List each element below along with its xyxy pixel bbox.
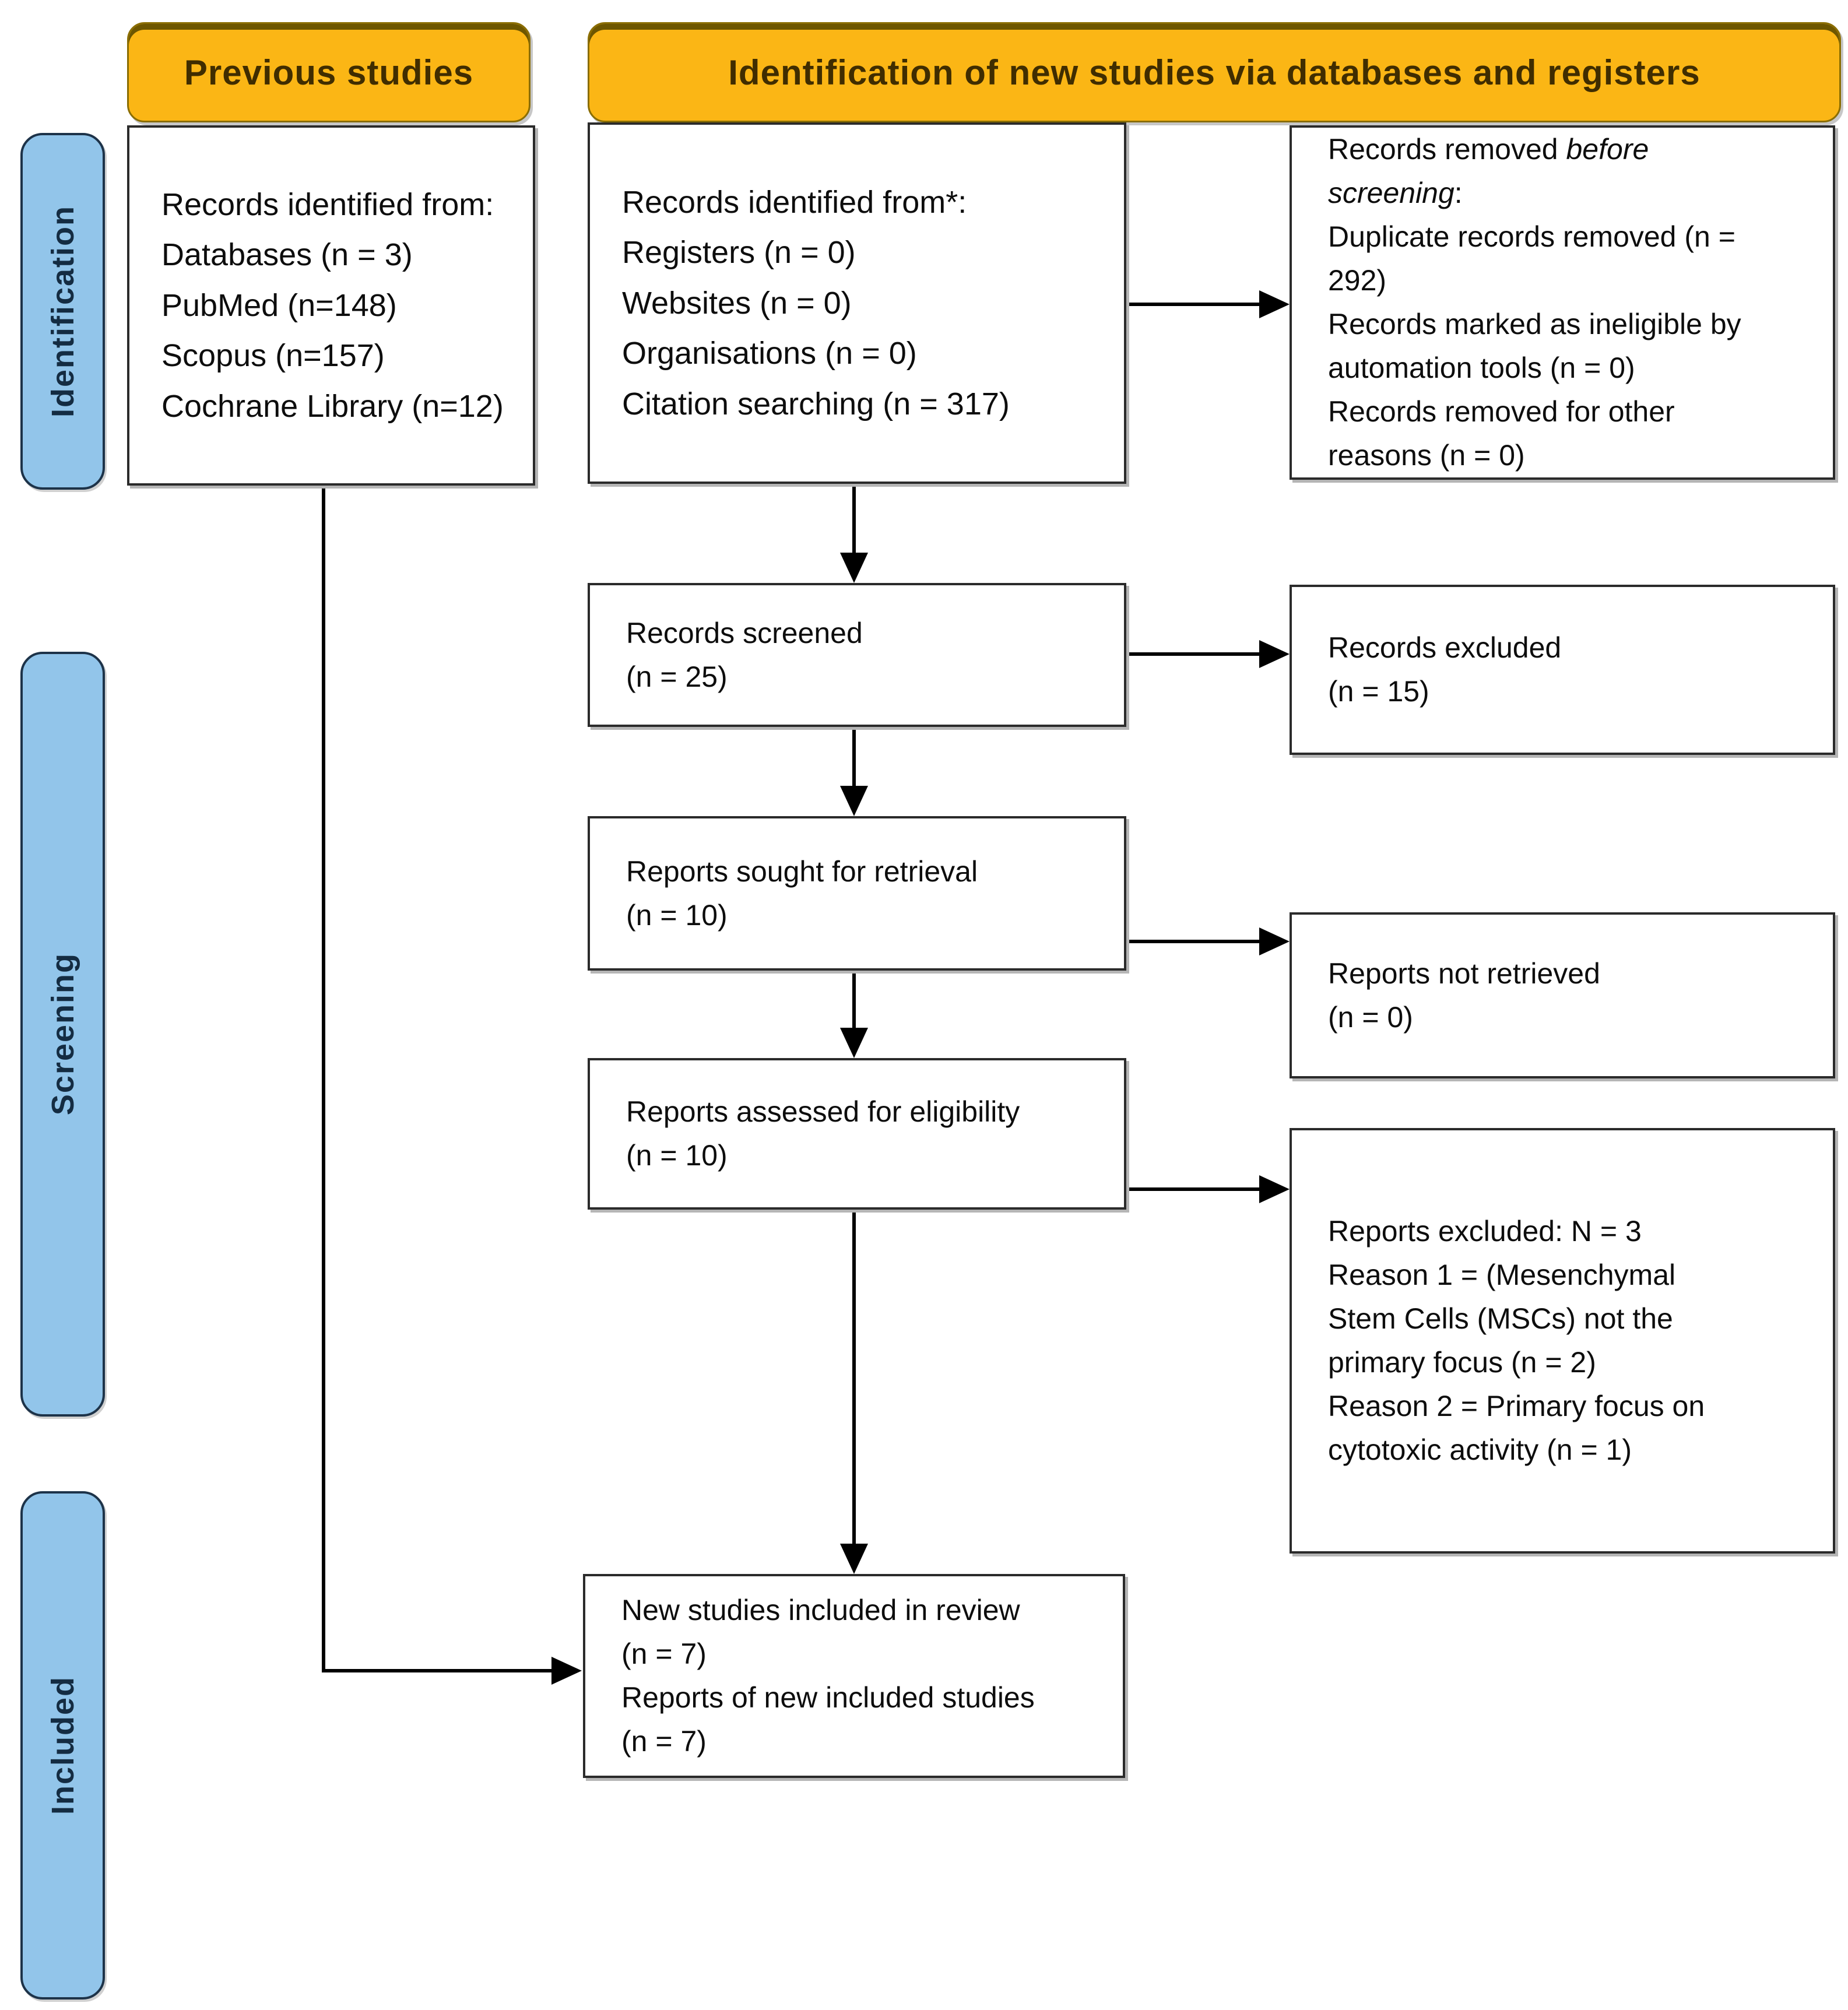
stage-label-included-text: Included — [45, 1675, 80, 1815]
box-records-screened: Records screened(n = 25) — [588, 583, 1126, 727]
header-new-studies: Identification of new studies via databa… — [588, 22, 1841, 122]
box-records-screened-text: Records screened(n = 25) — [626, 616, 863, 693]
box-new-studies-included: New studies included in review(n = 7)Rep… — [583, 1574, 1125, 1778]
records-removed-heading-prefix: Records removed — [1328, 133, 1566, 166]
box-reports-sought-text: Reports sought for retrieval(n = 10) — [626, 855, 978, 932]
stage-label-screening-text: Screening — [45, 953, 80, 1116]
stage-label-identification: Identification — [20, 133, 105, 490]
arrow-previous-to-included — [322, 487, 582, 1685]
box-previous-records: Records identified from:Databases (n = 3… — [127, 125, 535, 486]
header-previous-studies: Previous studies — [127, 22, 530, 122]
header-previous-studies-label: Previous studies — [184, 52, 474, 92]
box-records-excluded: Records excluded(n = 15) — [1290, 585, 1835, 755]
box-reports-assessed-text: Reports assessed for eligibility(n = 10) — [626, 1095, 1020, 1172]
records-removed-reasons: Duplicate records removed (n = 292)Recor… — [1328, 220, 1741, 472]
stage-label-screening: Screening — [20, 652, 105, 1417]
box-previous-records-text: Records identified from:Databases (n = 3… — [161, 187, 504, 424]
box-records-identified-text: Records identified from*:Registers (n = … — [622, 185, 1010, 421]
box-reports-not-retrieved-text: Reports not retrieved(n = 0) — [1328, 957, 1600, 1034]
box-reports-sought: Reports sought for retrieval(n = 10) — [588, 816, 1126, 971]
box-records-removed-text: Records removed before screening: Duplic… — [1328, 128, 1765, 477]
box-records-removed: Records removed before screening: Duplic… — [1290, 125, 1835, 480]
records-removed-heading-suffix: : — [1454, 177, 1463, 209]
box-new-studies-included-text: New studies included in review(n = 7)Rep… — [621, 1594, 1035, 1758]
records-removed-heading-italic: before screening — [1328, 133, 1649, 209]
header-new-studies-label: Identification of new studies via databa… — [728, 52, 1701, 92]
stage-label-identification-text: Identification — [45, 205, 80, 417]
box-records-identified: Records identified from*:Registers (n = … — [588, 122, 1126, 484]
box-records-excluded-text: Records excluded(n = 15) — [1328, 631, 1562, 708]
box-reports-assessed: Reports assessed for eligibility(n = 10) — [588, 1058, 1126, 1210]
box-reports-not-retrieved: Reports not retrieved(n = 0) — [1290, 912, 1835, 1078]
stage-label-included: Included — [20, 1491, 105, 2000]
